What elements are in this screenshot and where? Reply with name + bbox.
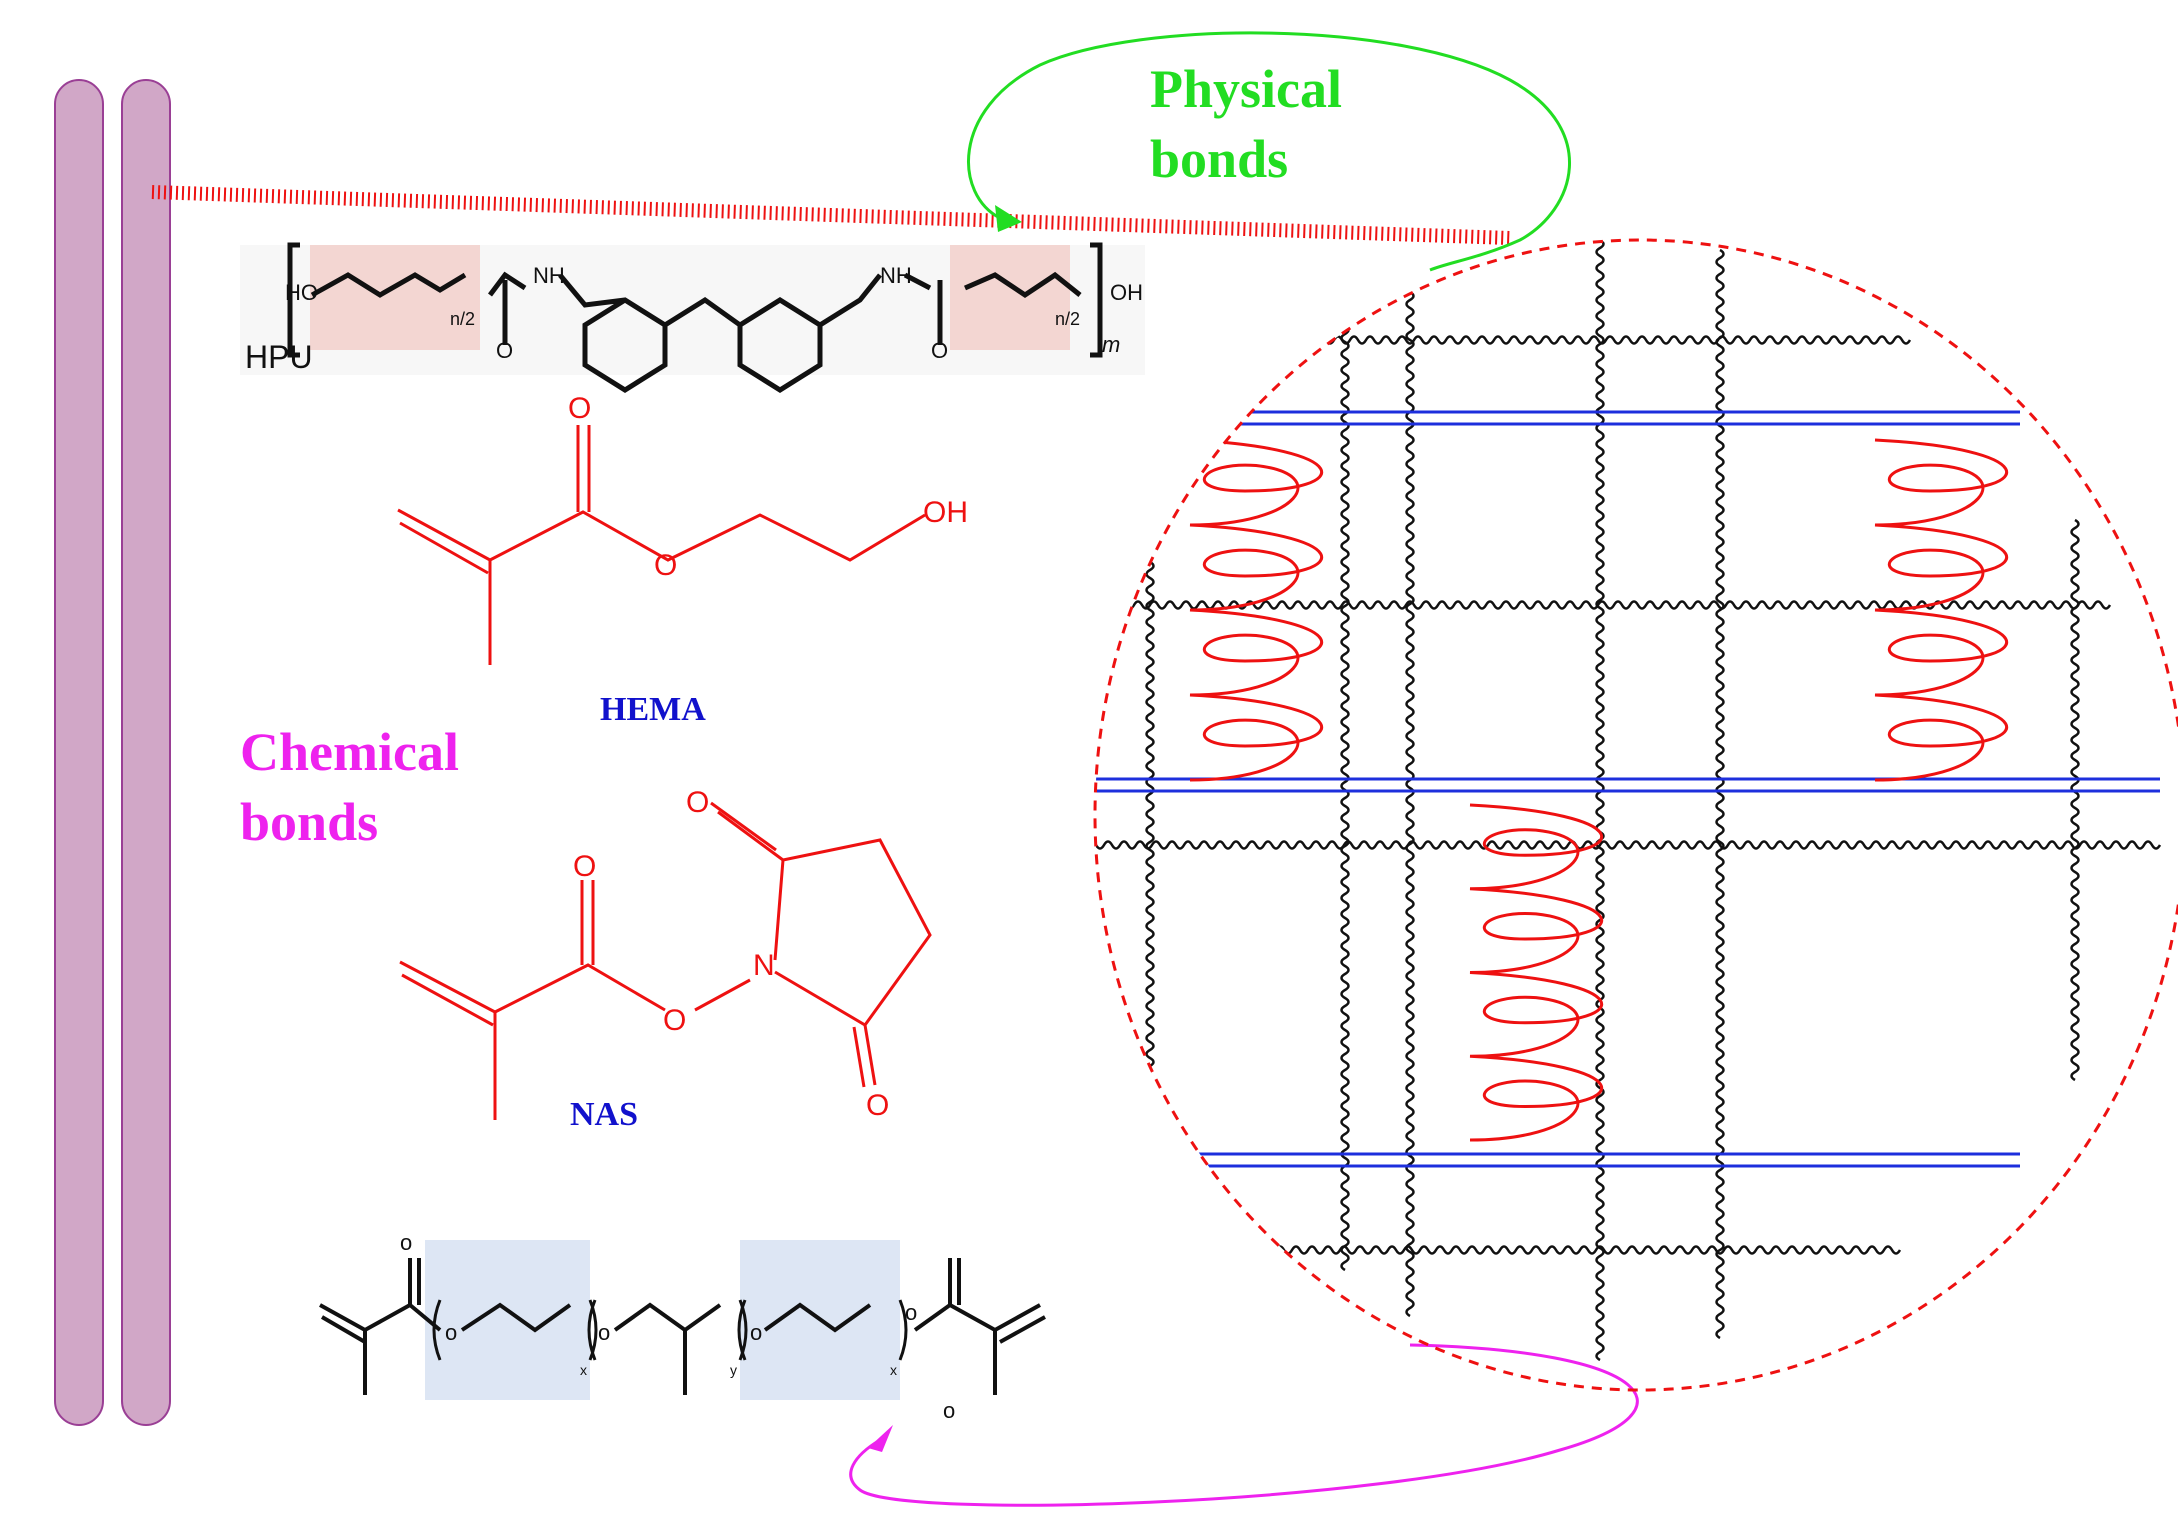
nas-o-top: O bbox=[686, 786, 709, 819]
hema-oh: OH bbox=[923, 496, 968, 529]
hema-o-carbonyl: O bbox=[568, 392, 591, 425]
wavy-chain-vertical bbox=[1145, 528, 1155, 1108]
hpu-o-left: O bbox=[496, 338, 513, 363]
hpu-ho: HO bbox=[285, 280, 318, 305]
wavy-chain-vertical bbox=[1405, 258, 1415, 1318]
wavy-chain-horizontal bbox=[1258, 1245, 1902, 1255]
helix-crosslink bbox=[1469, 803, 1604, 1142]
hema-o-ester: O bbox=[654, 549, 677, 582]
hpu-peg-highlight-left bbox=[310, 245, 480, 350]
peg-highlight-left bbox=[425, 1240, 590, 1400]
chemical-arrow-head bbox=[868, 1425, 893, 1452]
peg-dma-structure: o o o o o o x y x bbox=[319, 1230, 1046, 1423]
helical-crosslinks bbox=[1189, 438, 2009, 1142]
hpu-backbone bbox=[310, 271, 1082, 393]
helix-crosslink bbox=[1189, 438, 1324, 782]
peg-y: y bbox=[730, 1362, 737, 1378]
hpu-n2-right: n/2 bbox=[1055, 309, 1080, 329]
peg-o-4: o bbox=[905, 1300, 917, 1325]
fiber-left bbox=[54, 79, 104, 1426]
chemical-bonds-arrow bbox=[849, 1343, 1639, 1507]
chemical-bonds-label-line2: bonds bbox=[240, 792, 378, 852]
hpu-nh-right: NH bbox=[880, 263, 912, 288]
fiber-right bbox=[121, 79, 171, 1426]
wavy-chain-vertical bbox=[1595, 240, 1605, 1362]
hema-structure bbox=[397, 425, 926, 665]
nas-structure bbox=[399, 801, 932, 1120]
callout-arrow-head bbox=[995, 205, 1022, 232]
peg-dma-backbone bbox=[319, 1258, 1046, 1395]
hpu-n2-left: n/2 bbox=[450, 309, 475, 329]
hpu-structure: HO NH NH O O n/2 n/2 OH m HPU bbox=[240, 242, 1145, 393]
peg-o-3: o bbox=[750, 1320, 762, 1345]
wavy-chain-vertical bbox=[2070, 518, 2080, 1082]
hpu-o-right: O bbox=[931, 338, 948, 363]
nas-n: N bbox=[753, 949, 775, 982]
hema-label: HEMA bbox=[600, 691, 706, 728]
network-zoom bbox=[1095, 240, 2162, 1362]
wavy-chains bbox=[1095, 240, 2162, 1362]
hpu-bracket-right bbox=[1090, 242, 1103, 358]
nas-o-carbonyl: O bbox=[573, 850, 596, 883]
nas-o-ester: O bbox=[663, 1004, 686, 1037]
hpu-peg-highlight-right bbox=[950, 245, 1070, 350]
nas-label: NAS bbox=[570, 1096, 638, 1133]
peg-o-6: o bbox=[943, 1398, 955, 1423]
physical-bonds-callout bbox=[967, 31, 1571, 272]
peg-o-2: o bbox=[598, 1320, 610, 1345]
hpu-nh-left: NH bbox=[533, 263, 565, 288]
peg-x-right: x bbox=[890, 1362, 897, 1378]
hpu-m: m bbox=[1102, 332, 1120, 357]
wavy-chain-vertical bbox=[1715, 248, 1725, 1340]
peg-x-left: x bbox=[580, 1362, 587, 1378]
hpu-oh: OH bbox=[1110, 280, 1143, 305]
chemical-bonds-label-line1: Chemical bbox=[240, 722, 459, 782]
wavy-chain-horizontal bbox=[1268, 335, 1912, 345]
zoom-connector-line bbox=[151, 185, 1511, 245]
physical-bonds-label-line1: Physical bbox=[1150, 59, 1342, 119]
peg-o-5: o bbox=[400, 1230, 412, 1255]
physical-bonds-label-line2: bonds bbox=[1150, 129, 1288, 189]
hpu-label: HPU bbox=[245, 339, 313, 375]
peg-o-1: o bbox=[445, 1320, 457, 1345]
hpu-bracket-left bbox=[287, 242, 300, 358]
helix-crosslink bbox=[1874, 438, 2009, 782]
nas-o-bottom: O bbox=[866, 1089, 889, 1122]
wavy-chain-horizontal bbox=[1095, 840, 2162, 850]
